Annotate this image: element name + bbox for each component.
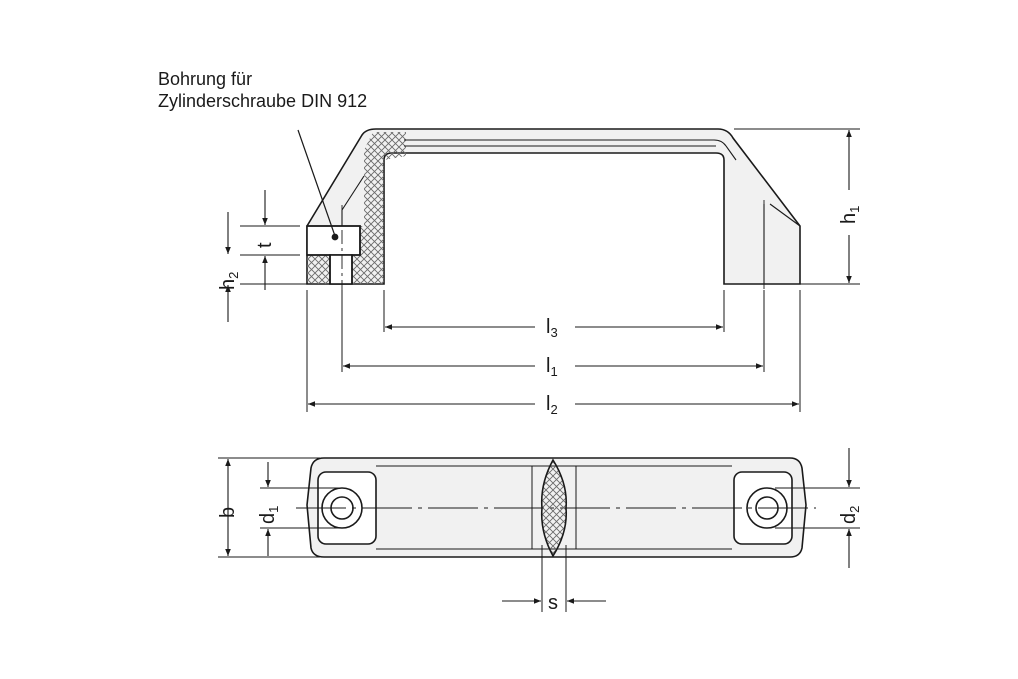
top-view: [296, 457, 816, 558]
label-l2-sub: 2: [550, 402, 558, 417]
annotation-line-2: Zylinderschraube DIN 912: [158, 91, 368, 111]
label-d1: d1: [257, 506, 285, 524]
through-hole: [329, 254, 353, 285]
annotation-leader: [297, 129, 339, 241]
label-l1-base: l: [546, 355, 551, 377]
label-h1-base: h: [838, 212, 860, 224]
label-s-base: s: [548, 592, 558, 614]
label-d2-sub: 2: [847, 505, 862, 513]
label-l1-sub: 1: [550, 364, 558, 379]
label-h1: h1: [838, 206, 866, 224]
label-l1: l1: [546, 355, 558, 383]
label-b-base: b: [217, 506, 239, 518]
section-hatch: [307, 132, 406, 284]
label-d2-base: d: [838, 512, 860, 524]
label-t: t: [254, 242, 276, 248]
label-h2: h2: [217, 272, 245, 290]
label-h2-sub: 2: [226, 271, 241, 279]
label-l2: l2: [546, 393, 558, 421]
label-l3-base: l: [546, 316, 551, 338]
label-s: s: [548, 592, 558, 614]
annotation-line-1: Bohrung für: [158, 69, 253, 89]
label-t-base: t: [254, 242, 276, 248]
label-d2: d2: [838, 506, 866, 524]
label-h2-base: h: [217, 278, 239, 290]
label-b: b: [217, 507, 239, 518]
label-l3: l3: [546, 316, 558, 344]
label-d1-base: d: [257, 512, 279, 524]
label-h1-sub: 1: [847, 205, 862, 213]
side-view: [240, 128, 860, 290]
label-l3-sub: 3: [550, 325, 558, 340]
center-section: [540, 458, 568, 558]
label-l2-base: l: [546, 393, 551, 415]
groove-line: [404, 139, 737, 161]
label-d1-sub: 1: [266, 505, 281, 513]
